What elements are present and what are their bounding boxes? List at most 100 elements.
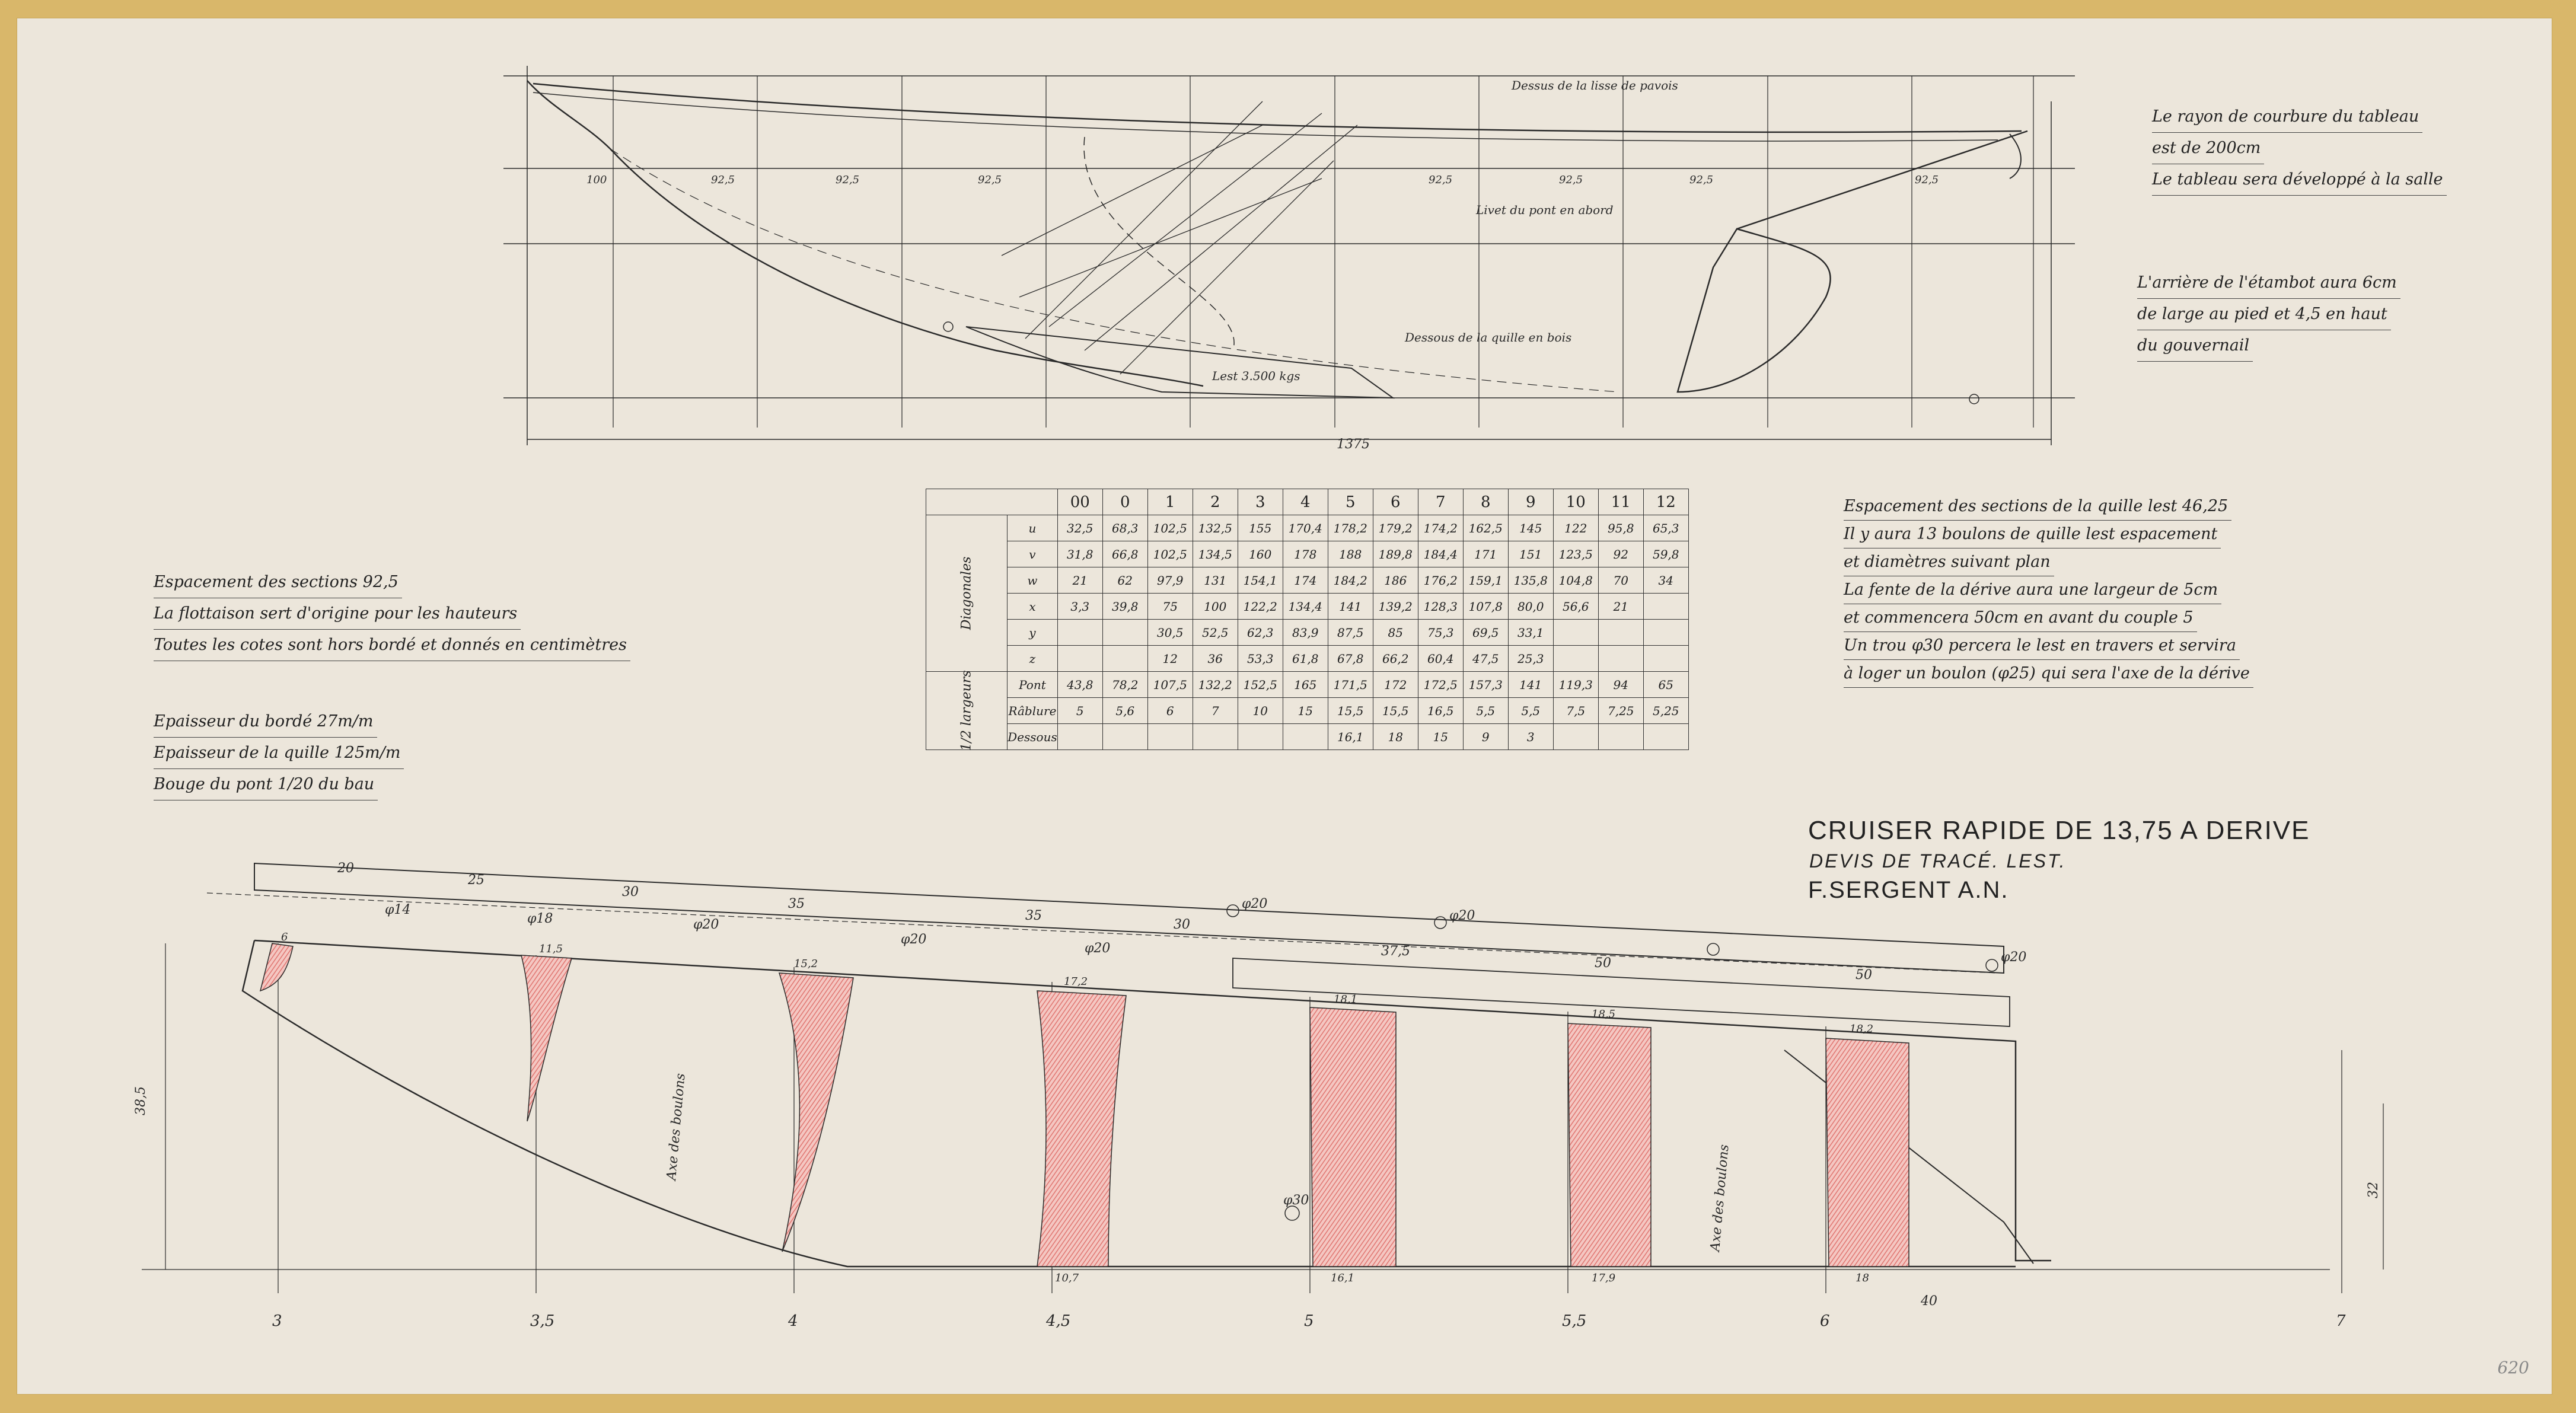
table-cell: 179,2 xyxy=(1372,515,1418,541)
table-cell xyxy=(1643,619,1689,646)
table-cell: 66,2 xyxy=(1372,645,1418,672)
table-cell: 134,4 xyxy=(1282,593,1328,620)
table-cell: 104,8 xyxy=(1552,567,1599,594)
note-line: Un trou φ30 percera le lest en travers e… xyxy=(1844,632,2240,660)
label-deck: Livet du pont en abord xyxy=(1475,203,1614,217)
drawing-sheet: Dessus de la lisse de pavois Livet du po… xyxy=(17,18,2552,1395)
table-cell: 119,3 xyxy=(1552,671,1599,698)
ballast-outline xyxy=(965,326,1395,399)
table-cell: 176,2 xyxy=(1417,567,1464,594)
keel-spacing-label: 35 xyxy=(1025,908,1042,923)
table-cell: 152,5 xyxy=(1237,671,1283,698)
note-line: La flottaison sert d'origine pour les ha… xyxy=(154,598,521,630)
note-line: Espacement des sections de la quille les… xyxy=(1844,493,2232,521)
keel-station: 4 xyxy=(788,1312,798,1330)
note-line: et diamètres suivant plan xyxy=(1844,548,2054,576)
table-cell: 30,5 xyxy=(1147,619,1193,646)
notes-right-middle: L'arrière de l'étambot aura 6cm de large… xyxy=(2137,267,2400,362)
table-cell: 16,1 xyxy=(1327,723,1373,750)
table-cell: 15 xyxy=(1282,697,1328,724)
keel-station: 6 xyxy=(1820,1312,1830,1330)
table-cell: 9 xyxy=(1462,723,1509,750)
table-cell: 62 xyxy=(1102,567,1148,594)
section-width-bottom: 16,1 xyxy=(1331,1272,1354,1284)
lead-sections xyxy=(259,943,1909,1267)
table-col-header: 7 xyxy=(1417,489,1464,515)
table-cell: 97,9 xyxy=(1147,567,1193,594)
table-cell: 85 xyxy=(1372,619,1418,646)
keel-station: 3,5 xyxy=(530,1312,554,1330)
table-cell: 178,2 xyxy=(1327,515,1373,541)
keel-spacing-label: 30 xyxy=(622,885,639,900)
label-sheer: Dessus de la lisse de pavois xyxy=(1511,78,1678,93)
keel-bolt-label: φ20 xyxy=(2001,950,2026,965)
section-width-bottom: 18 xyxy=(1856,1272,1869,1284)
table-cell xyxy=(1102,645,1148,672)
notes-left-top: Espacement des sections 92,5 La flottais… xyxy=(154,567,630,661)
table-cell: 174,2 xyxy=(1417,515,1464,541)
table-cell: 165 xyxy=(1282,671,1328,698)
table-cell: 107,5 xyxy=(1147,671,1193,698)
ballast-outline xyxy=(241,939,2051,1268)
table-col-header: 9 xyxy=(1507,489,1554,515)
table-cell: 100 xyxy=(1192,593,1238,620)
table-cell: 141 xyxy=(1327,593,1373,620)
section-width-top: 18,2 xyxy=(1850,1023,1873,1035)
table-cell: 188 xyxy=(1327,541,1373,567)
table-cell: 157,3 xyxy=(1462,671,1509,698)
table-cell: 67,8 xyxy=(1327,645,1373,672)
keel-bolt-label: φ20 xyxy=(1085,941,1110,956)
keel-station: 4,5 xyxy=(1045,1312,1070,1330)
stem-keel-line xyxy=(527,80,1204,387)
table-cell xyxy=(1598,645,1644,672)
table-cell: 47,5 xyxy=(1462,645,1509,672)
note-line: du gouvernail xyxy=(2137,330,2253,362)
ballast-keel-drawing xyxy=(142,862,2384,1293)
note-line: à loger un boulon (φ25) qui sera l'axe d… xyxy=(1844,660,2253,688)
table-cell: 69,5 xyxy=(1462,619,1509,646)
table-row-label: z xyxy=(1007,645,1058,672)
table-cell: 162,5 xyxy=(1462,515,1509,541)
keel-station: 7 xyxy=(2336,1312,2346,1330)
table-cell xyxy=(1552,619,1599,646)
table-cell: 139,2 xyxy=(1372,593,1418,620)
table-row-label: Pont xyxy=(1007,671,1058,698)
table-col-header: 5 xyxy=(1327,489,1373,515)
table-group-label: Diagonales xyxy=(925,515,1008,672)
table-cell: 92 xyxy=(1598,541,1644,567)
keel-spacing-label: 50 xyxy=(1856,968,1872,983)
bolt-axis-label: Axe des boulons xyxy=(664,1073,688,1182)
table-col-header: 3 xyxy=(1237,489,1283,515)
table-cell: 43,8 xyxy=(1057,671,1103,698)
note-line: Le tableau sera développé à la salle xyxy=(2152,164,2447,196)
table-row-label: y xyxy=(1007,619,1058,646)
table-cell: 171,5 xyxy=(1327,671,1373,698)
table-cell: 3 xyxy=(1507,723,1554,750)
rudder-outline xyxy=(1676,228,1831,393)
bolt-holes xyxy=(1226,904,1998,1221)
table-cell xyxy=(1147,723,1193,750)
spacing-label: 92,5 xyxy=(711,174,735,186)
note-line: La fente de la dérive aura une largeur d… xyxy=(1844,576,2222,604)
table-cell xyxy=(1552,723,1599,750)
table-cell: 132,2 xyxy=(1192,671,1238,698)
table-cell: 32,5 xyxy=(1057,515,1103,541)
table-cell: 60,4 xyxy=(1417,645,1464,672)
table-cell: 159,1 xyxy=(1462,567,1509,594)
table-col-header: 8 xyxy=(1462,489,1509,515)
table-row-label: Dessous xyxy=(1007,723,1058,750)
table-cell: 135,8 xyxy=(1507,567,1554,594)
section-width-top: 15,2 xyxy=(794,958,818,970)
table-cell: 184,4 xyxy=(1417,541,1464,567)
table-cell xyxy=(1643,593,1689,620)
table-cell: 151 xyxy=(1507,541,1554,567)
table-cell: 6 xyxy=(1147,697,1193,724)
table-cell: 107,8 xyxy=(1462,593,1509,620)
table-cell xyxy=(1102,723,1148,750)
table-cell xyxy=(1598,723,1644,750)
keel-spacing-label: 50 xyxy=(1595,956,1611,971)
